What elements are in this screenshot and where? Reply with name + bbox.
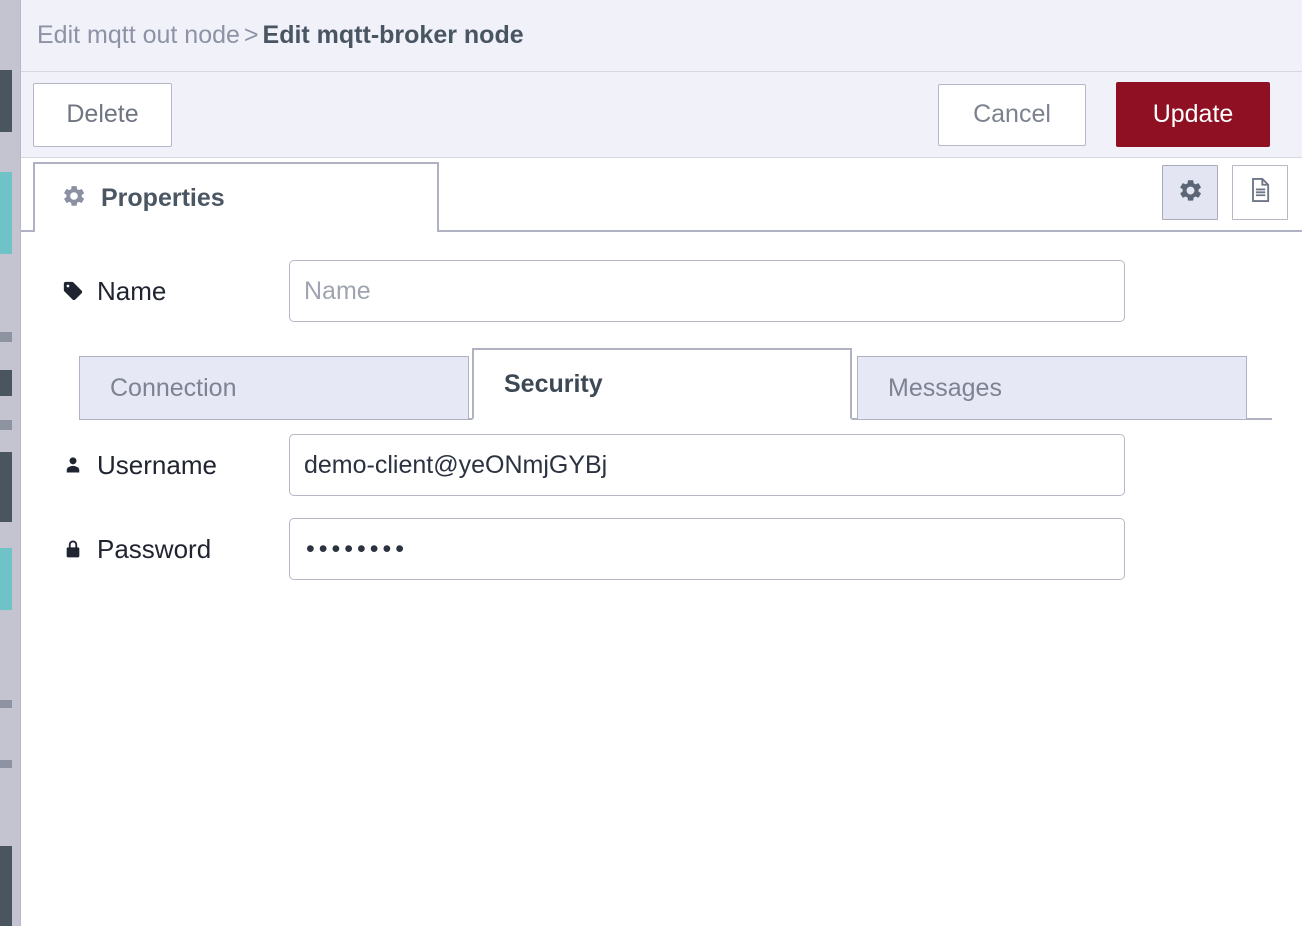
breadcrumb-separator: > bbox=[243, 21, 259, 49]
label-password-text: Password bbox=[97, 533, 212, 564]
canvas-node-fragment bbox=[0, 420, 12, 430]
subtab-messages-label: Messages bbox=[888, 373, 1002, 402]
update-button[interactable]: Update bbox=[1116, 82, 1270, 147]
canvas-node-fragment bbox=[0, 452, 12, 522]
name-input[interactable] bbox=[289, 260, 1125, 322]
subtab-messages[interactable]: Messages bbox=[857, 356, 1247, 420]
lock-icon bbox=[61, 539, 85, 559]
subtab-security[interactable]: Security bbox=[472, 348, 852, 420]
row-username: Username bbox=[21, 434, 1302, 496]
user-icon bbox=[61, 455, 85, 475]
gear-icon bbox=[61, 183, 87, 214]
canvas-node-fragment bbox=[0, 70, 12, 132]
dialog-body: Name Connection Security Messages bbox=[21, 232, 1302, 926]
username-input[interactable] bbox=[289, 434, 1125, 496]
password-input[interactable]: •••••••• bbox=[289, 518, 1125, 580]
dialog-header: Edit mqtt out node>Edit mqtt-broker node bbox=[21, 0, 1302, 72]
breadcrumb-parent[interactable]: Edit mqtt out node bbox=[37, 21, 240, 49]
tab-icon-button-group bbox=[1162, 165, 1288, 220]
canvas-node-fragment bbox=[0, 846, 12, 926]
label-password: Password bbox=[61, 534, 289, 565]
primary-tabstrip: Properties bbox=[21, 158, 1302, 232]
canvas-node-fragment bbox=[0, 332, 12, 342]
row-password: Password •••••••• bbox=[21, 518, 1302, 580]
cancel-button[interactable]: Cancel bbox=[938, 83, 1086, 146]
breadcrumb: Edit mqtt out node>Edit mqtt-broker node bbox=[37, 21, 524, 50]
canvas-node-fragment bbox=[0, 172, 12, 254]
subtab-security-label: Security bbox=[504, 369, 603, 398]
canvas-node-fragment bbox=[0, 370, 12, 396]
gear-icon bbox=[1177, 177, 1204, 209]
tabstrip-baseline bbox=[21, 230, 1302, 232]
edit-dialog-panel: Edit mqtt out node>Edit mqtt-broker node… bbox=[20, 0, 1302, 926]
subtab-connection[interactable]: Connection bbox=[79, 356, 469, 420]
background-canvas bbox=[0, 0, 20, 926]
tab-properties-label: Properties bbox=[101, 183, 225, 212]
security-subtabs: Connection Security Messages bbox=[21, 344, 1302, 420]
description-icon bbox=[1246, 176, 1274, 209]
canvas-node-fragment bbox=[0, 548, 12, 610]
label-username: Username bbox=[61, 450, 289, 481]
delete-button[interactable]: Delete bbox=[33, 82, 172, 147]
description-view-button[interactable] bbox=[1232, 165, 1288, 220]
toolbar-right-group: Cancel Update bbox=[938, 82, 1270, 147]
tag-icon bbox=[61, 280, 85, 302]
dialog-toolbar: Delete Cancel Update bbox=[21, 72, 1302, 158]
label-username-text: Username bbox=[97, 449, 217, 480]
properties-view-button[interactable] bbox=[1162, 165, 1218, 220]
subtab-connection-label: Connection bbox=[110, 373, 237, 402]
canvas-node-fragment bbox=[0, 760, 12, 768]
label-name: Name bbox=[61, 276, 289, 307]
tab-properties[interactable]: Properties bbox=[33, 162, 439, 232]
breadcrumb-current: Edit mqtt-broker node bbox=[262, 21, 524, 49]
label-name-text: Name bbox=[97, 275, 167, 306]
row-name: Name bbox=[21, 260, 1302, 322]
canvas-node-fragment bbox=[0, 700, 12, 708]
